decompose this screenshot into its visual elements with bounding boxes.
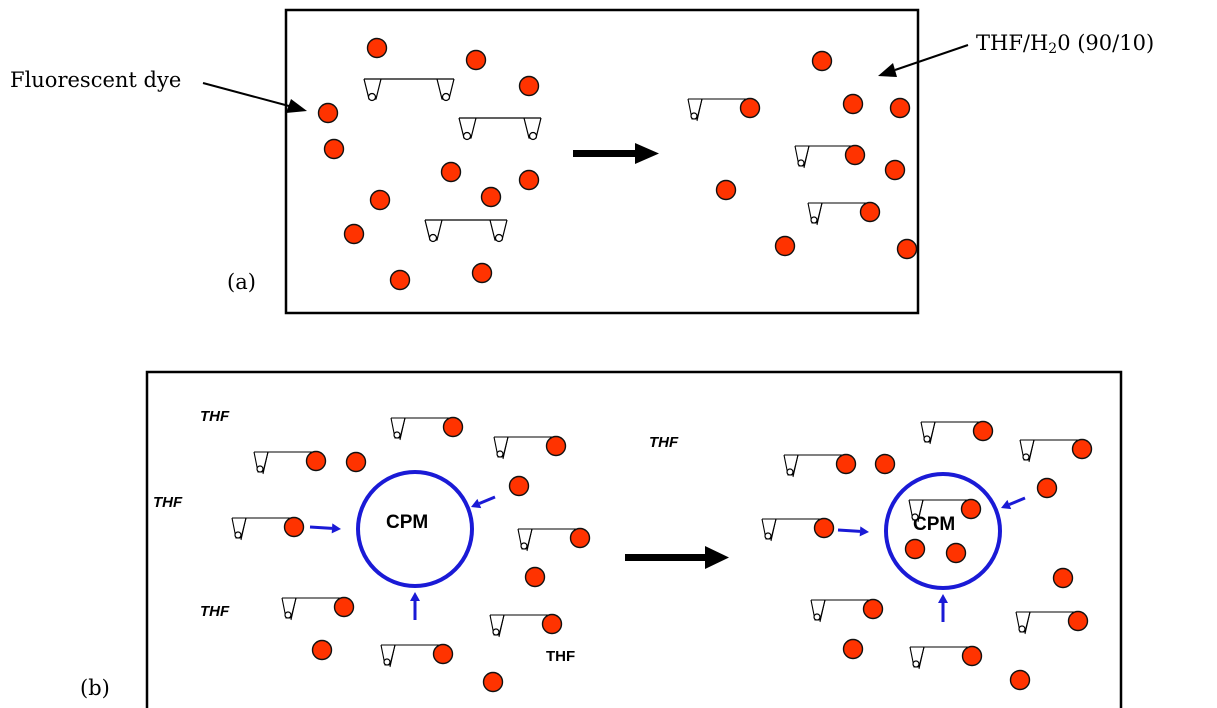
solvent-pointer-arrow bbox=[878, 44, 969, 77]
thf-label: THF bbox=[153, 494, 183, 511]
dye-particle bbox=[317, 102, 339, 124]
dye-molecule-symbol bbox=[794, 144, 866, 169]
dye-molecule-symbol bbox=[810, 598, 884, 623]
thf-label: THF bbox=[200, 408, 230, 425]
dye-particle bbox=[369, 189, 391, 211]
dye-particle bbox=[904, 538, 926, 560]
cpm-label: CPM bbox=[386, 512, 429, 533]
fluorescent-dye-label: Fluorescent dye bbox=[10, 68, 182, 92]
dye-particle bbox=[811, 50, 833, 72]
dye-particle bbox=[471, 262, 493, 284]
dye-particle bbox=[842, 93, 864, 115]
dye-particle bbox=[508, 475, 530, 497]
dye-molecule-symbol bbox=[1019, 438, 1093, 463]
molecules bbox=[231, 78, 1093, 670]
solvent-label-suffix: 0 (90/10) bbox=[1057, 31, 1155, 55]
dye-particle bbox=[518, 169, 540, 191]
dye-particle bbox=[884, 159, 906, 181]
dye-particle bbox=[345, 451, 367, 473]
cpm-ring bbox=[884, 472, 1002, 590]
dye-particles bbox=[311, 37, 1074, 693]
thf-label: THF bbox=[546, 648, 576, 665]
dye-particle bbox=[323, 138, 345, 160]
dye-molecule-symbol bbox=[380, 643, 454, 668]
dye-particle bbox=[774, 235, 796, 257]
dye-particle bbox=[524, 566, 546, 588]
panel-b-label: (b) bbox=[80, 676, 110, 700]
solvent-label: THF/H20 (90/10) bbox=[976, 31, 1154, 57]
dye-molecule-symbol bbox=[253, 450, 327, 475]
flow-arrow bbox=[410, 592, 420, 620]
solvent-label-prefix: THF/H bbox=[976, 31, 1049, 55]
dye-particle bbox=[874, 453, 896, 475]
process-arrow bbox=[573, 143, 659, 164]
dye-particle bbox=[1052, 567, 1074, 589]
dye-molecule-symbol bbox=[761, 517, 835, 542]
process-arrow bbox=[625, 546, 729, 569]
dye-molecule-symbol bbox=[783, 453, 857, 478]
dye-particle bbox=[1036, 477, 1058, 499]
dye-molecule-symbol bbox=[909, 645, 983, 670]
dye-particle bbox=[896, 238, 918, 260]
dye-particle bbox=[311, 639, 333, 661]
dye-molecule-symbol bbox=[687, 97, 761, 122]
dye-particle bbox=[465, 49, 487, 71]
dye-molecule-symbol bbox=[363, 78, 455, 102]
dye-molecule-symbol bbox=[493, 435, 567, 460]
cpm-label: CPM bbox=[913, 514, 956, 535]
dye-pointer-arrow bbox=[202, 82, 307, 113]
panel-a-frame bbox=[284, 8, 920, 315]
solvent-label-subscript: 2 bbox=[1048, 41, 1058, 57]
flow-arrow bbox=[938, 594, 948, 622]
dye-particle bbox=[518, 75, 540, 97]
dye-particle bbox=[1009, 669, 1031, 691]
dye-molecule-symbol bbox=[489, 613, 563, 638]
dye-molecule-symbol bbox=[920, 420, 994, 445]
cpm-ring bbox=[356, 470, 474, 588]
dye-molecule-symbol bbox=[458, 117, 542, 141]
dye-molecule-symbol bbox=[517, 527, 591, 552]
dye-particle bbox=[480, 186, 502, 208]
flow-arrow bbox=[1001, 496, 1026, 510]
dye-particle bbox=[389, 269, 411, 291]
dye-molecule-symbol bbox=[1015, 610, 1089, 635]
dye-molecule-symbol bbox=[424, 219, 508, 243]
flow-arrow bbox=[309, 523, 341, 534]
dye-particle bbox=[842, 638, 864, 660]
panel-a-label: (a) bbox=[227, 270, 256, 294]
dye-particle bbox=[889, 97, 911, 119]
dye-molecule-symbol bbox=[908, 498, 982, 523]
thf-label: THF bbox=[649, 434, 679, 451]
dye-particle bbox=[482, 671, 504, 693]
flow-arrows bbox=[309, 495, 1026, 622]
thf-label: THF bbox=[200, 603, 230, 620]
dye-molecule-symbol bbox=[807, 201, 881, 226]
dye-molecule-symbol bbox=[390, 416, 464, 441]
dye-particle bbox=[366, 37, 388, 59]
dye-particle bbox=[440, 161, 462, 183]
dye-molecule-symbol bbox=[281, 596, 355, 621]
flow-arrow bbox=[837, 526, 869, 537]
flow-arrow bbox=[471, 495, 496, 509]
dye-particle bbox=[715, 179, 737, 201]
dye-particle bbox=[945, 542, 967, 564]
panel-b-frame bbox=[145, 370, 1123, 708]
dye-particle bbox=[343, 223, 365, 245]
dye-molecule-symbol bbox=[231, 516, 305, 541]
